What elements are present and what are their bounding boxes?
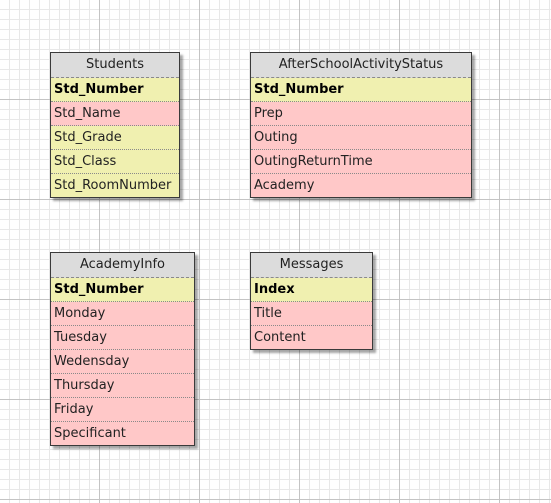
entity-field[interactable]: Index: [251, 278, 372, 302]
entity-title[interactable]: AcademyInfo: [51, 253, 194, 278]
entity-field[interactable]: Specificant: [51, 422, 194, 445]
entity-field[interactable]: Friday: [51, 398, 194, 422]
entity-field[interactable]: OutingReturnTime: [251, 150, 471, 174]
entity-field[interactable]: Prep: [251, 102, 471, 126]
entity-title[interactable]: Messages: [251, 253, 372, 278]
entity-field[interactable]: Std_Grade: [51, 126, 179, 150]
entity-after-school-activity-status[interactable]: AfterSchoolActivityStatus Std_Number Pre…: [250, 52, 472, 198]
entity-field[interactable]: Content: [251, 326, 372, 349]
entity-field[interactable]: Std_Name: [51, 102, 179, 126]
entity-messages[interactable]: Messages Index Title Content: [250, 252, 373, 350]
entity-title[interactable]: AfterSchoolActivityStatus: [251, 53, 471, 78]
entity-field[interactable]: Wedensday: [51, 350, 194, 374]
entity-field[interactable]: Std_Number: [251, 78, 471, 102]
entity-field[interactable]: Academy: [251, 174, 471, 197]
entity-title[interactable]: Students: [51, 53, 179, 78]
entity-field[interactable]: Std_RoomNumber: [51, 174, 179, 197]
entity-academy-info[interactable]: AcademyInfo Std_Number Monday Tuesday We…: [50, 252, 195, 446]
entity-students[interactable]: Students Std_Number Std_Name Std_Grade S…: [50, 52, 180, 198]
entity-field[interactable]: Std_Number: [51, 278, 194, 302]
entity-field[interactable]: Tuesday: [51, 326, 194, 350]
entity-field[interactable]: Thursday: [51, 374, 194, 398]
entity-field[interactable]: Title: [251, 302, 372, 326]
entity-field[interactable]: Monday: [51, 302, 194, 326]
entity-field[interactable]: Std_Number: [51, 78, 179, 102]
entity-field[interactable]: Std_Class: [51, 150, 179, 174]
entity-field[interactable]: Outing: [251, 126, 471, 150]
